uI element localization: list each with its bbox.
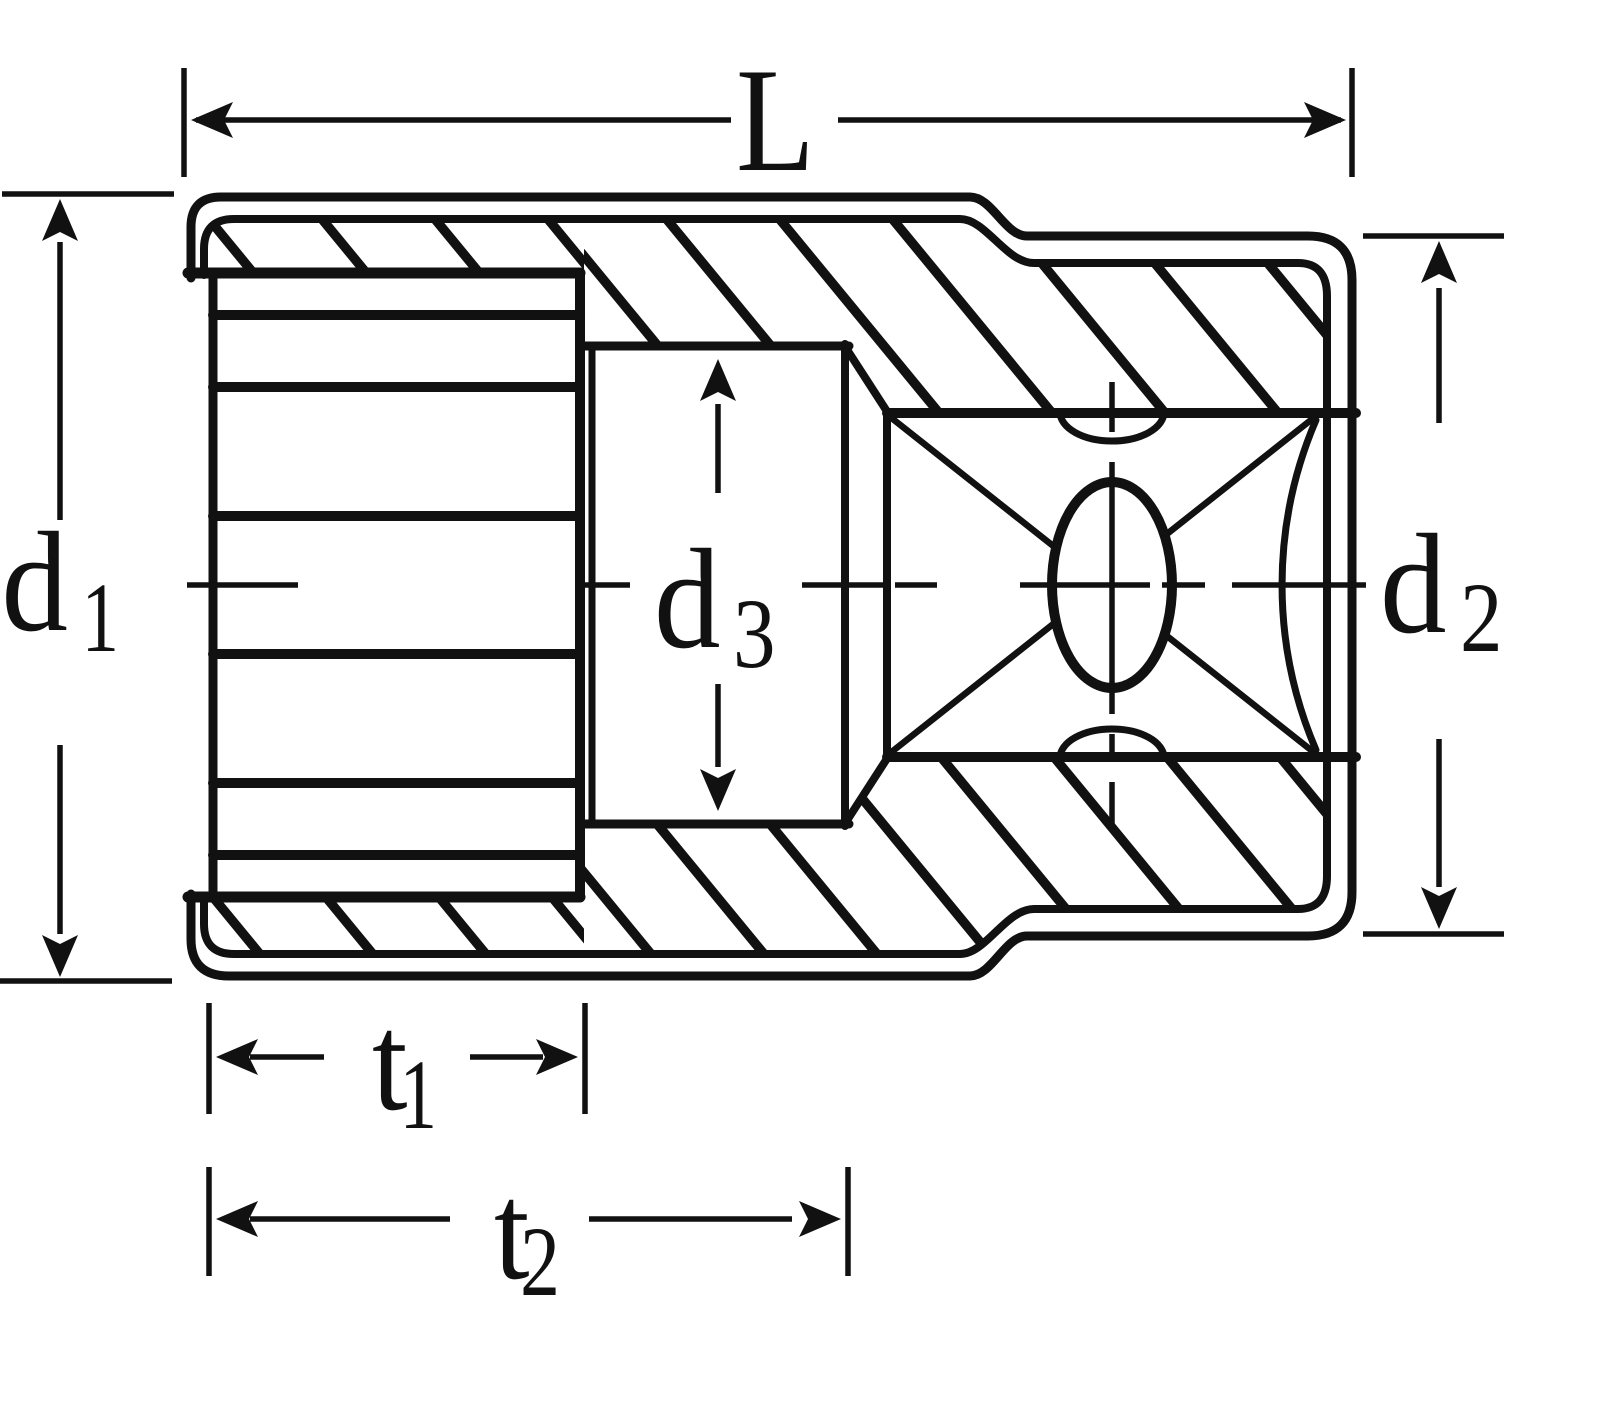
svg-text:1: 1	[82, 563, 119, 674]
svg-text:1: 1	[400, 1040, 437, 1151]
svg-text:d: d	[1380, 505, 1446, 663]
svg-text:t: t	[494, 1154, 530, 1308]
svg-text:d: d	[1, 503, 67, 661]
svg-text:L: L	[736, 38, 815, 203]
svg-text:d: d	[654, 520, 720, 678]
svg-text:2: 2	[1460, 563, 1503, 674]
svg-text:t: t	[372, 985, 408, 1139]
svg-text:2: 2	[520, 1206, 560, 1318]
svg-text:3: 3	[733, 579, 776, 690]
